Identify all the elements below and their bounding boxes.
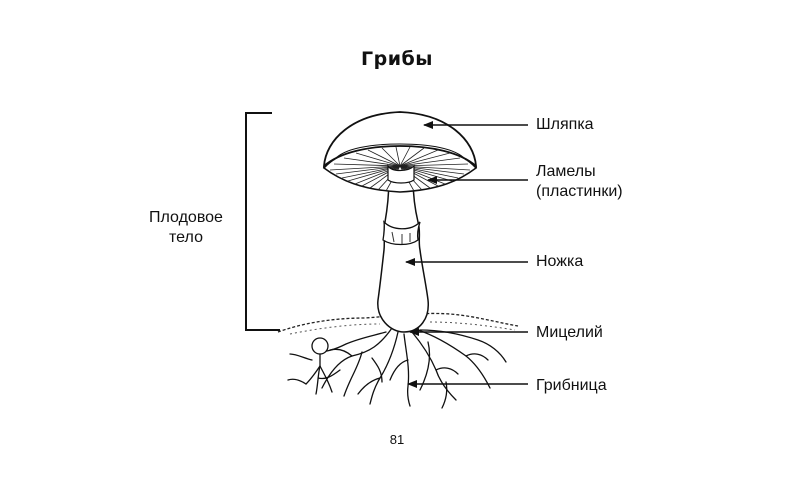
label-mycelium: Мицелий [536, 324, 603, 341]
fruit-body-bracket [245, 112, 280, 331]
label-fruit-body-line2: тело [169, 229, 203, 246]
label-hyphae: Грибница [536, 377, 607, 394]
primordium [287, 337, 333, 395]
label-cap: Шляпка [536, 116, 594, 133]
label-fruit-body: Плодовое тело [130, 208, 242, 248]
label-gills: Ламелы (пластинки) [536, 162, 623, 202]
ground-surface-shade [289, 321, 516, 335]
stem-ring [382, 220, 421, 246]
label-stem: Ножка [536, 253, 584, 270]
label-gills-line1: Ламелы [536, 163, 596, 180]
label-fruit-body-line1: Плодовое [149, 209, 223, 226]
label-gills-line2: (пластинки) [536, 183, 623, 200]
page-number: 81 [389, 432, 405, 447]
diagram-title: Грибы [361, 48, 433, 70]
hyphae-threads [315, 327, 507, 409]
